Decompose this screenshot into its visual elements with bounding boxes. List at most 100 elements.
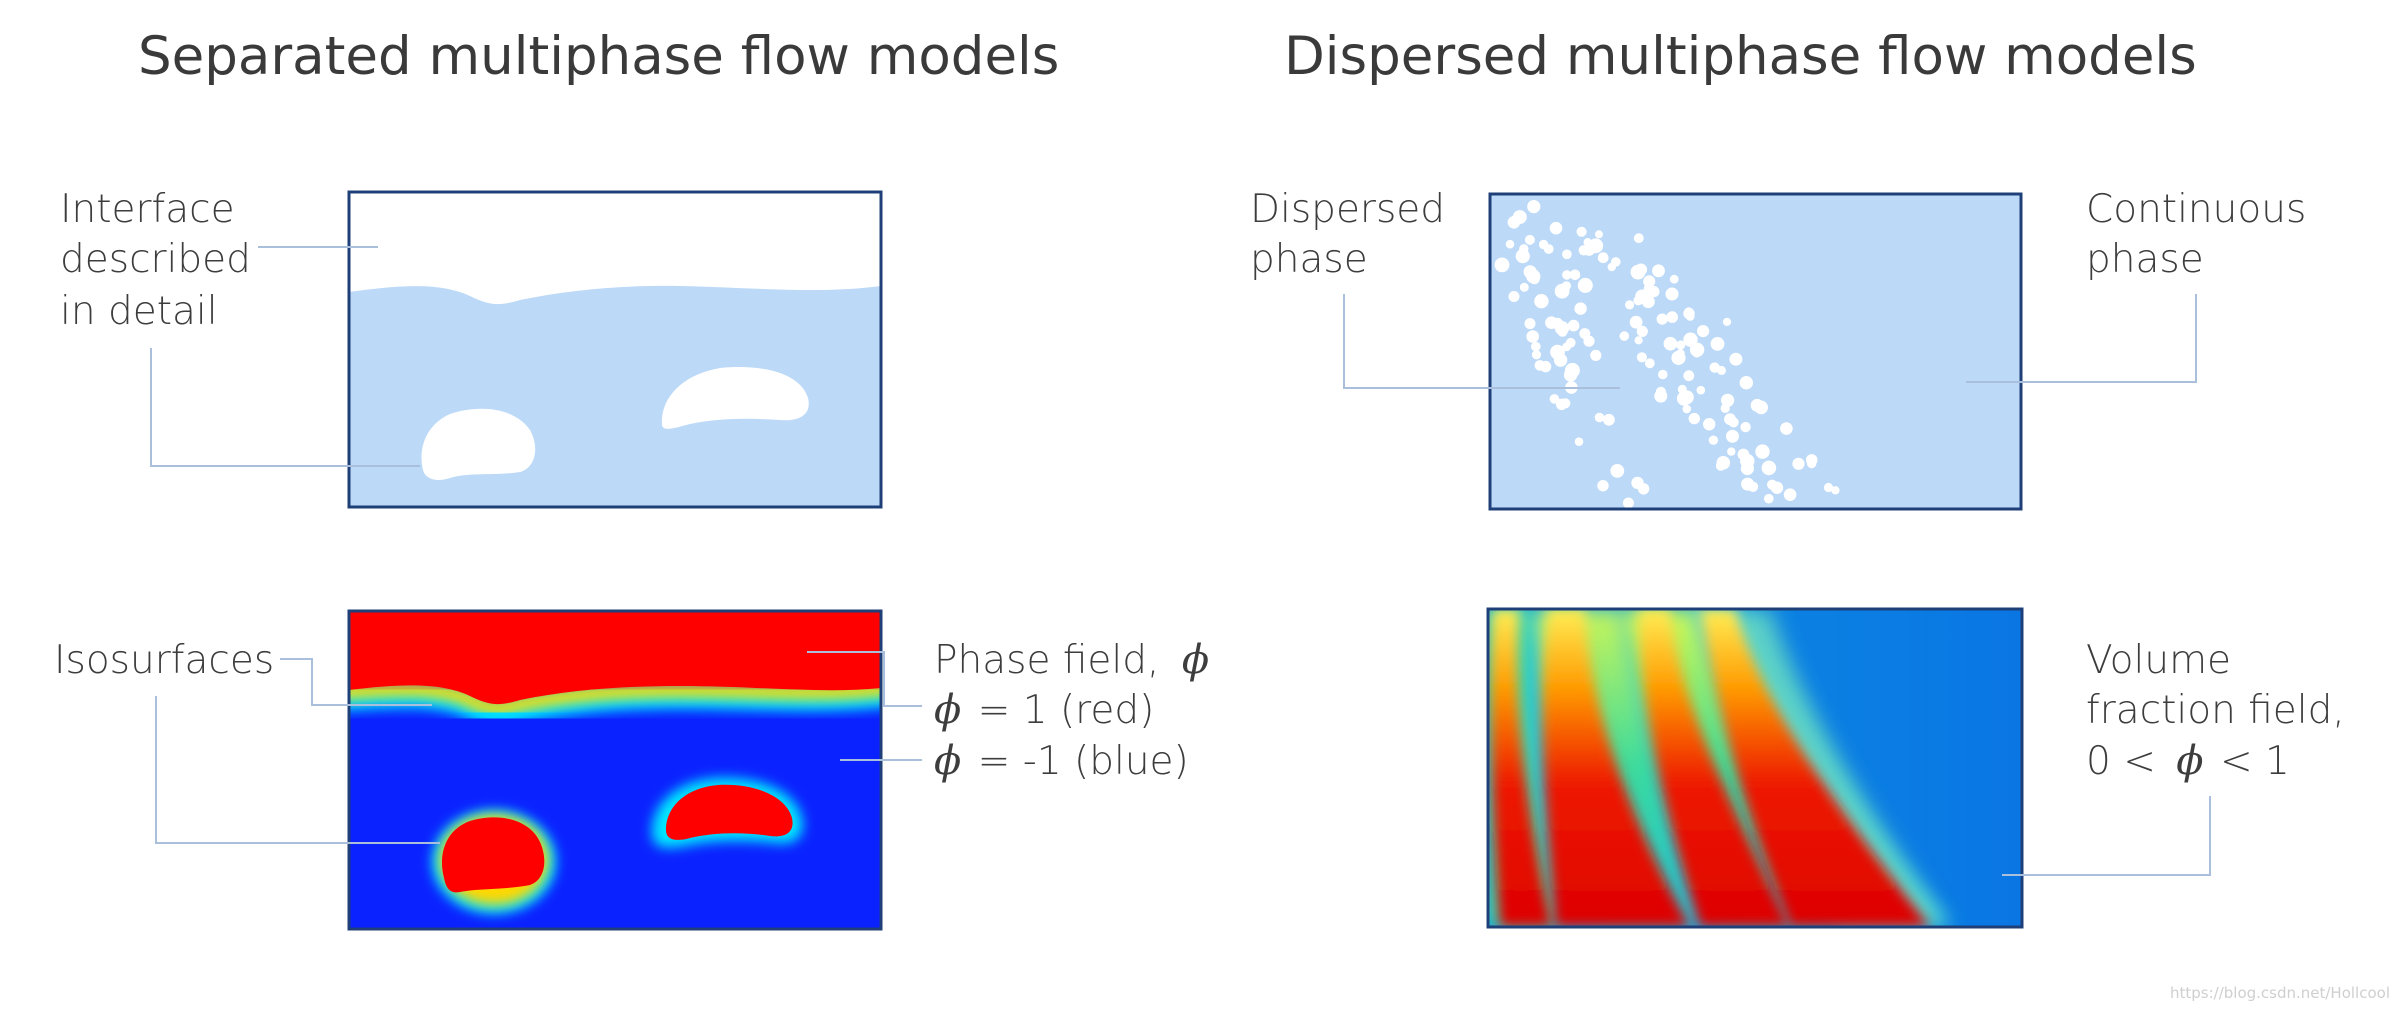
droplet — [1539, 360, 1552, 373]
red-phase-region — [349, 611, 881, 705]
droplet — [1727, 447, 1736, 456]
interface-label-line2: described — [60, 237, 251, 282]
droplet — [1656, 313, 1668, 325]
droplet — [1676, 340, 1686, 350]
droplet — [1780, 422, 1793, 435]
droplet — [1562, 249, 1572, 260]
droplet — [1494, 257, 1510, 273]
volume-fraction-label-line2: fraction field, — [2086, 688, 2345, 733]
phi-red-leader — [807, 651, 922, 707]
volume-fraction-label-line1: Volume — [2086, 638, 2231, 683]
droplet — [1764, 493, 1774, 504]
volume-fraction-frame — [1486, 607, 2024, 929]
droplet — [1717, 365, 1726, 375]
bubble-left — [421, 408, 536, 481]
droplet — [1710, 337, 1725, 351]
watermark: https://blog.csdn.net/Hollcool — [2170, 984, 2390, 1002]
droplet — [1682, 404, 1692, 414]
red-bubble-left — [441, 817, 545, 893]
droplet — [1595, 230, 1603, 239]
droplet — [1721, 393, 1735, 407]
droplet — [1676, 349, 1685, 358]
dispersed-phase-label-line1: Dispersed — [1250, 187, 1445, 232]
droplet — [1527, 200, 1541, 214]
droplet — [1557, 326, 1568, 337]
droplet — [1636, 352, 1647, 363]
droplet — [1634, 263, 1648, 276]
droplet — [1663, 336, 1678, 351]
droplet — [1823, 482, 1834, 493]
droplet — [1567, 319, 1580, 332]
red-bubble-right — [666, 784, 793, 840]
continuous-phase-label-line1: Continuous — [2086, 187, 2306, 232]
droplet — [1622, 497, 1634, 509]
continuous-phase-label-line2: phase — [2086, 237, 2204, 282]
droplet — [1684, 307, 1694, 317]
droplet — [1578, 245, 1590, 256]
dispersed-title: Dispersed multiphase flow models — [1284, 26, 2197, 87]
droplet — [1740, 461, 1754, 476]
droplet — [1658, 369, 1668, 380]
droplet — [1726, 429, 1739, 443]
droplet — [1697, 325, 1710, 338]
interface-label-line3: in detail — [60, 289, 218, 334]
droplet — [1584, 335, 1593, 345]
droplet — [1619, 331, 1630, 341]
droplet — [1576, 226, 1587, 237]
dispersed-droplets — [1494, 200, 1840, 509]
droplet — [1538, 239, 1549, 250]
droplet — [1505, 239, 1515, 249]
droplet — [1564, 362, 1580, 378]
droplet — [1508, 291, 1520, 302]
droplet — [1688, 337, 1698, 347]
droplet — [1643, 284, 1653, 294]
droplet — [1629, 315, 1643, 329]
separated-detail-frame — [347, 190, 883, 509]
interface-label-line1: Interface — [60, 187, 235, 232]
droplet — [1683, 370, 1695, 382]
droplet — [1669, 274, 1679, 284]
droplet — [1761, 460, 1777, 476]
bubble-leader-line — [150, 348, 420, 467]
droplet — [1562, 342, 1571, 352]
phi-red-text: = 1 (red) — [978, 688, 1155, 733]
droplet — [1577, 277, 1593, 293]
droplet — [1515, 249, 1530, 264]
vf-range-suffix: < 1 — [2220, 739, 2290, 784]
droplet — [1637, 483, 1650, 495]
droplet — [1597, 252, 1609, 264]
bubble-right — [661, 367, 809, 429]
droplet — [1665, 287, 1679, 301]
isosurface-leader-bubble — [155, 696, 440, 844]
phi-blue-label: ϕ = -1 (blue) — [934, 738, 1189, 784]
phi-symbol: ϕ — [1182, 637, 1209, 683]
droplet — [1512, 210, 1527, 225]
droplet — [1703, 418, 1716, 431]
droplet — [1696, 385, 1706, 395]
droplet — [1561, 281, 1571, 291]
separated-title: Separated multiphase flow models — [138, 26, 1059, 87]
droplet — [1549, 221, 1563, 235]
droplet — [1644, 358, 1655, 369]
droplet — [1716, 456, 1731, 470]
droplet — [1708, 435, 1719, 445]
droplet — [1755, 444, 1770, 459]
phase-field-panel — [349, 611, 881, 929]
droplet — [1524, 234, 1535, 245]
droplet — [1625, 300, 1635, 310]
droplet — [1831, 486, 1840, 495]
droplet — [1569, 269, 1581, 281]
droplet — [1633, 233, 1644, 244]
separated-interface-panel — [349, 192, 881, 507]
droplet — [1597, 480, 1609, 492]
droplet — [1666, 311, 1678, 323]
phi-symbol-red: ϕ — [934, 687, 961, 733]
phi-symbol-blue: ϕ — [934, 738, 961, 784]
phase-field-text: Phase field, — [934, 638, 1159, 683]
droplet — [1792, 457, 1805, 470]
droplet — [1524, 318, 1536, 330]
droplet — [1534, 294, 1549, 309]
isosurface-leader-top — [280, 658, 432, 706]
droplet — [1550, 344, 1565, 360]
